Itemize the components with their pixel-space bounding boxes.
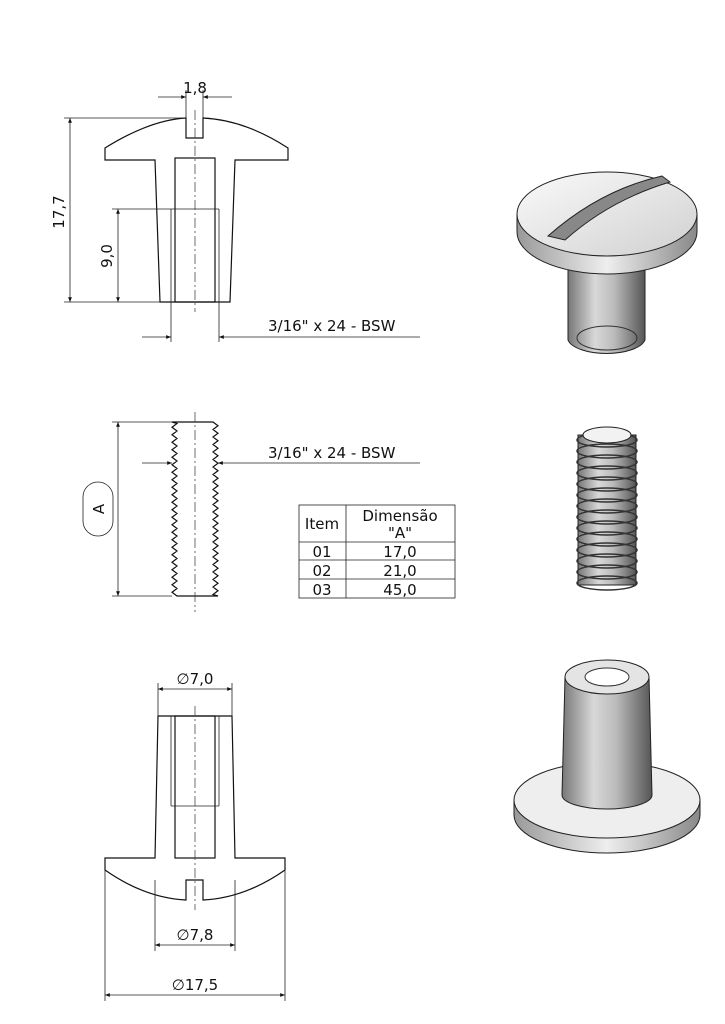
rod-end bbox=[582, 426, 632, 444]
thread-spec-label: 3/16" x 24 - BSW bbox=[268, 444, 396, 462]
thread-ring bbox=[576, 542, 638, 558]
dimension-table: Item Dimensão "A" 01 17,0 02 21,0 03 45,… bbox=[298, 504, 456, 599]
table-row-value: 45,0 bbox=[383, 581, 416, 599]
thread-ring bbox=[576, 520, 638, 536]
thread-ring bbox=[576, 553, 638, 569]
thread-ring bbox=[576, 531, 638, 547]
thread-ring bbox=[576, 575, 638, 591]
bore bbox=[174, 157, 216, 303]
total-height-dimension: 17,7 bbox=[50, 195, 68, 228]
threaded-rod-section bbox=[171, 421, 219, 597]
table-row-value: 17,0 bbox=[383, 543, 416, 561]
length-label-balloon bbox=[82, 481, 114, 537]
sleeve-section-view: ∅7,0 ∅7,8 ∅17,5 bbox=[104, 670, 286, 1001]
sleeve-section bbox=[104, 715, 286, 901]
bore-diameter-dimension: ∅7,8 bbox=[177, 926, 214, 944]
table-row-item: 02 bbox=[312, 562, 331, 580]
sleeve-3d-render bbox=[513, 659, 701, 854]
screw-head-section bbox=[104, 117, 289, 303]
threaded-rod-view: A 3/16" x 24 - BSW Item Dimensão "A" 01 … bbox=[82, 412, 456, 612]
length-label: A bbox=[90, 503, 108, 514]
thread-ring bbox=[576, 443, 638, 459]
thread-ring bbox=[576, 454, 638, 470]
head-diameter-dimension: ∅17,5 bbox=[172, 976, 218, 994]
thread-spec-label: 3/16" x 24 - BSW bbox=[268, 317, 396, 335]
thread-ring bbox=[576, 487, 638, 503]
thread-ring bbox=[576, 498, 638, 514]
table-row-item: 03 bbox=[312, 581, 331, 599]
table-row-value: 21,0 bbox=[383, 562, 416, 580]
screw-3d-render bbox=[516, 171, 698, 354]
table-row-item: 01 bbox=[312, 543, 331, 561]
threaded-rod-3d-render bbox=[576, 426, 638, 591]
thread-ring bbox=[576, 476, 638, 492]
thread-ring bbox=[576, 465, 638, 481]
table-header-item: Item bbox=[305, 515, 339, 533]
thread-ring bbox=[576, 509, 638, 525]
screw-section-view: 1,8 17,7 9,0 3/16" x 24 - BSW bbox=[50, 79, 420, 342]
thread-ring bbox=[576, 564, 638, 580]
thread-depth-dimension: 9,0 bbox=[98, 244, 116, 268]
top-diameter-dimension: ∅7,0 bbox=[177, 670, 214, 688]
table-header-dimension: Dimensão bbox=[362, 507, 437, 525]
slot-width-dimension: 1,8 bbox=[183, 79, 207, 97]
table-header-a: "A" bbox=[388, 524, 412, 542]
